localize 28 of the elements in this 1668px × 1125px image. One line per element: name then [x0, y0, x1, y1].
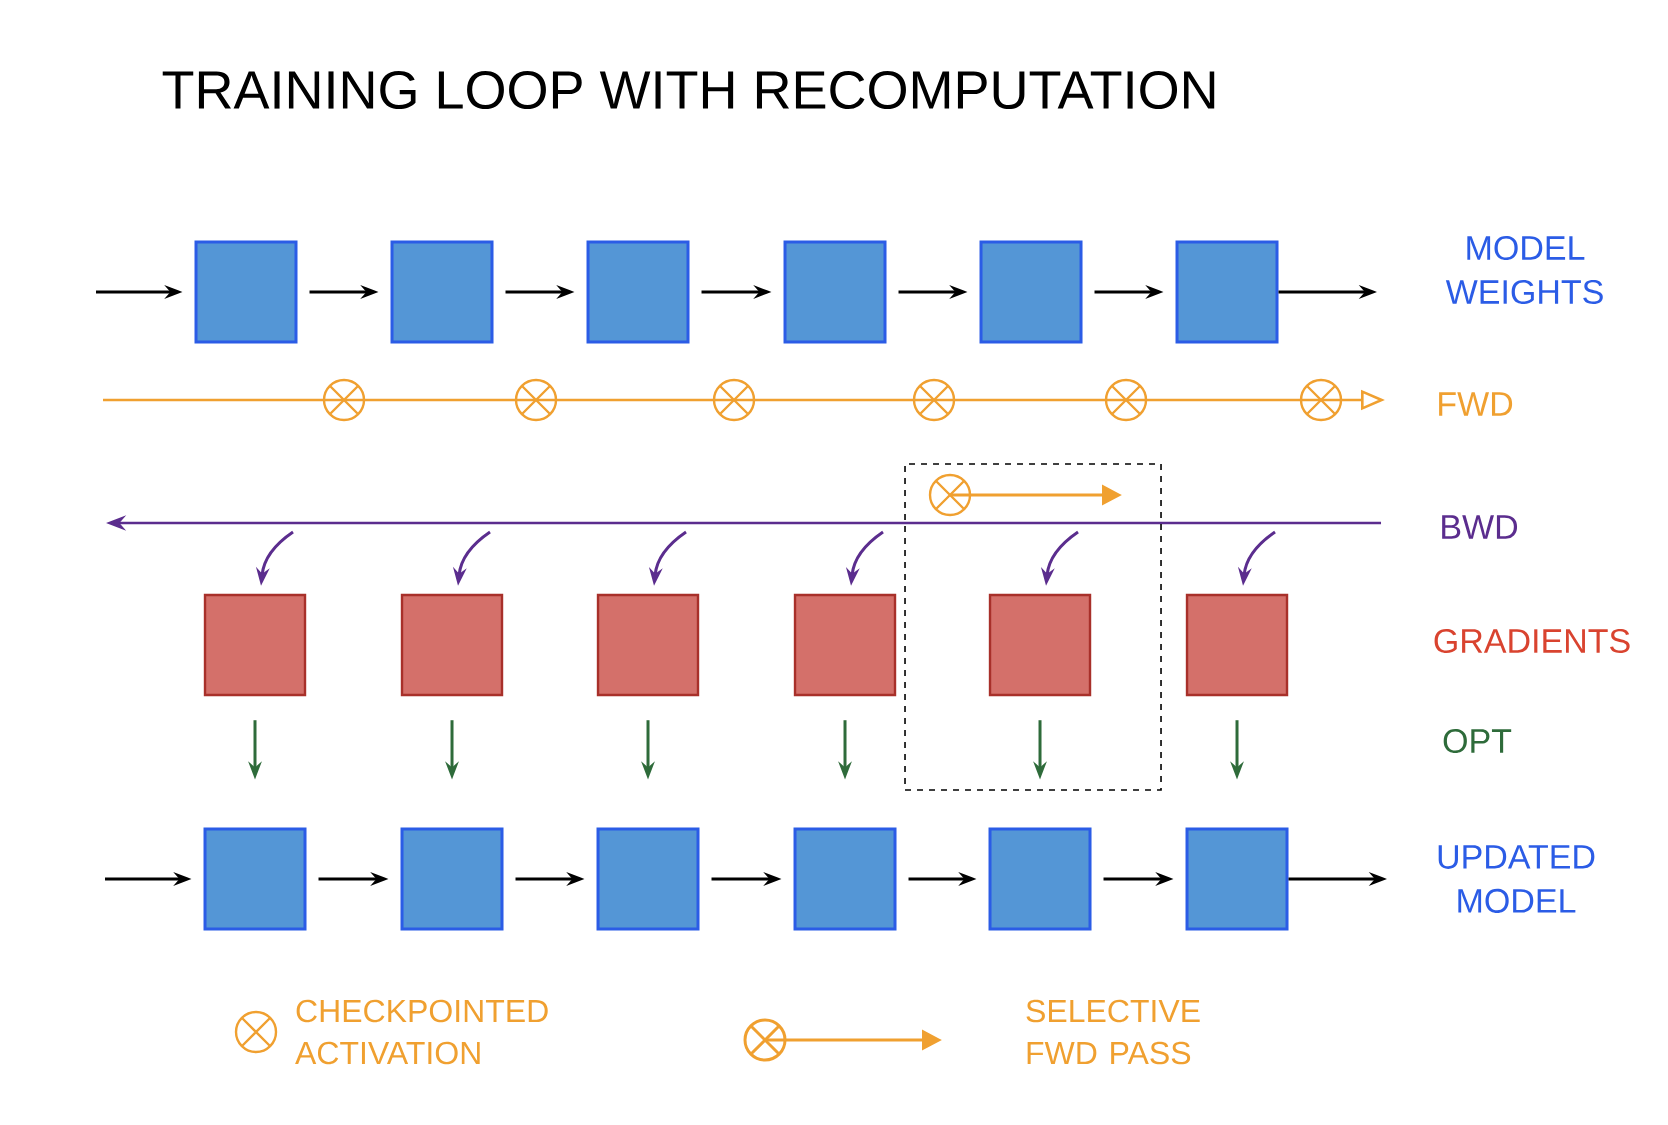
weight-block [400, 827, 504, 931]
gradient-block [203, 593, 307, 697]
gradient-block [596, 593, 700, 697]
dashed-region [904, 463, 1162, 791]
row-label: BWD [1442, 515, 1518, 539]
legend-label: SELECTIVE FWD PASS [1026, 999, 1200, 1065]
row-label: FWD [1439, 392, 1513, 416]
row-label: GRADIENTS [1434, 628, 1630, 654]
gradient-block [793, 593, 897, 697]
weight-block [793, 827, 897, 931]
weight-block [783, 240, 887, 344]
gradient-block [400, 593, 504, 697]
weight-block [1185, 827, 1289, 931]
weight-block [586, 240, 690, 344]
gradient-block [988, 593, 1092, 697]
weight-block [979, 240, 1083, 344]
weight-block [988, 827, 1092, 931]
weight-block [390, 240, 494, 344]
title: TRAINING LOOP WITH RECOMPUTATION [162, 70, 1215, 110]
row-label: OPT [1443, 728, 1512, 754]
weight-block [203, 827, 307, 931]
weight-block [194, 240, 298, 344]
legend-label: CHECKPOINTED ACTIVATION [295, 999, 548, 1065]
weight-block [1175, 240, 1279, 344]
gradient-block [1185, 593, 1289, 697]
weight-block [596, 827, 700, 931]
row-label: MODEL WEIGHTS [1445, 235, 1603, 305]
row-label: UPDATED MODEL [1438, 845, 1595, 913]
